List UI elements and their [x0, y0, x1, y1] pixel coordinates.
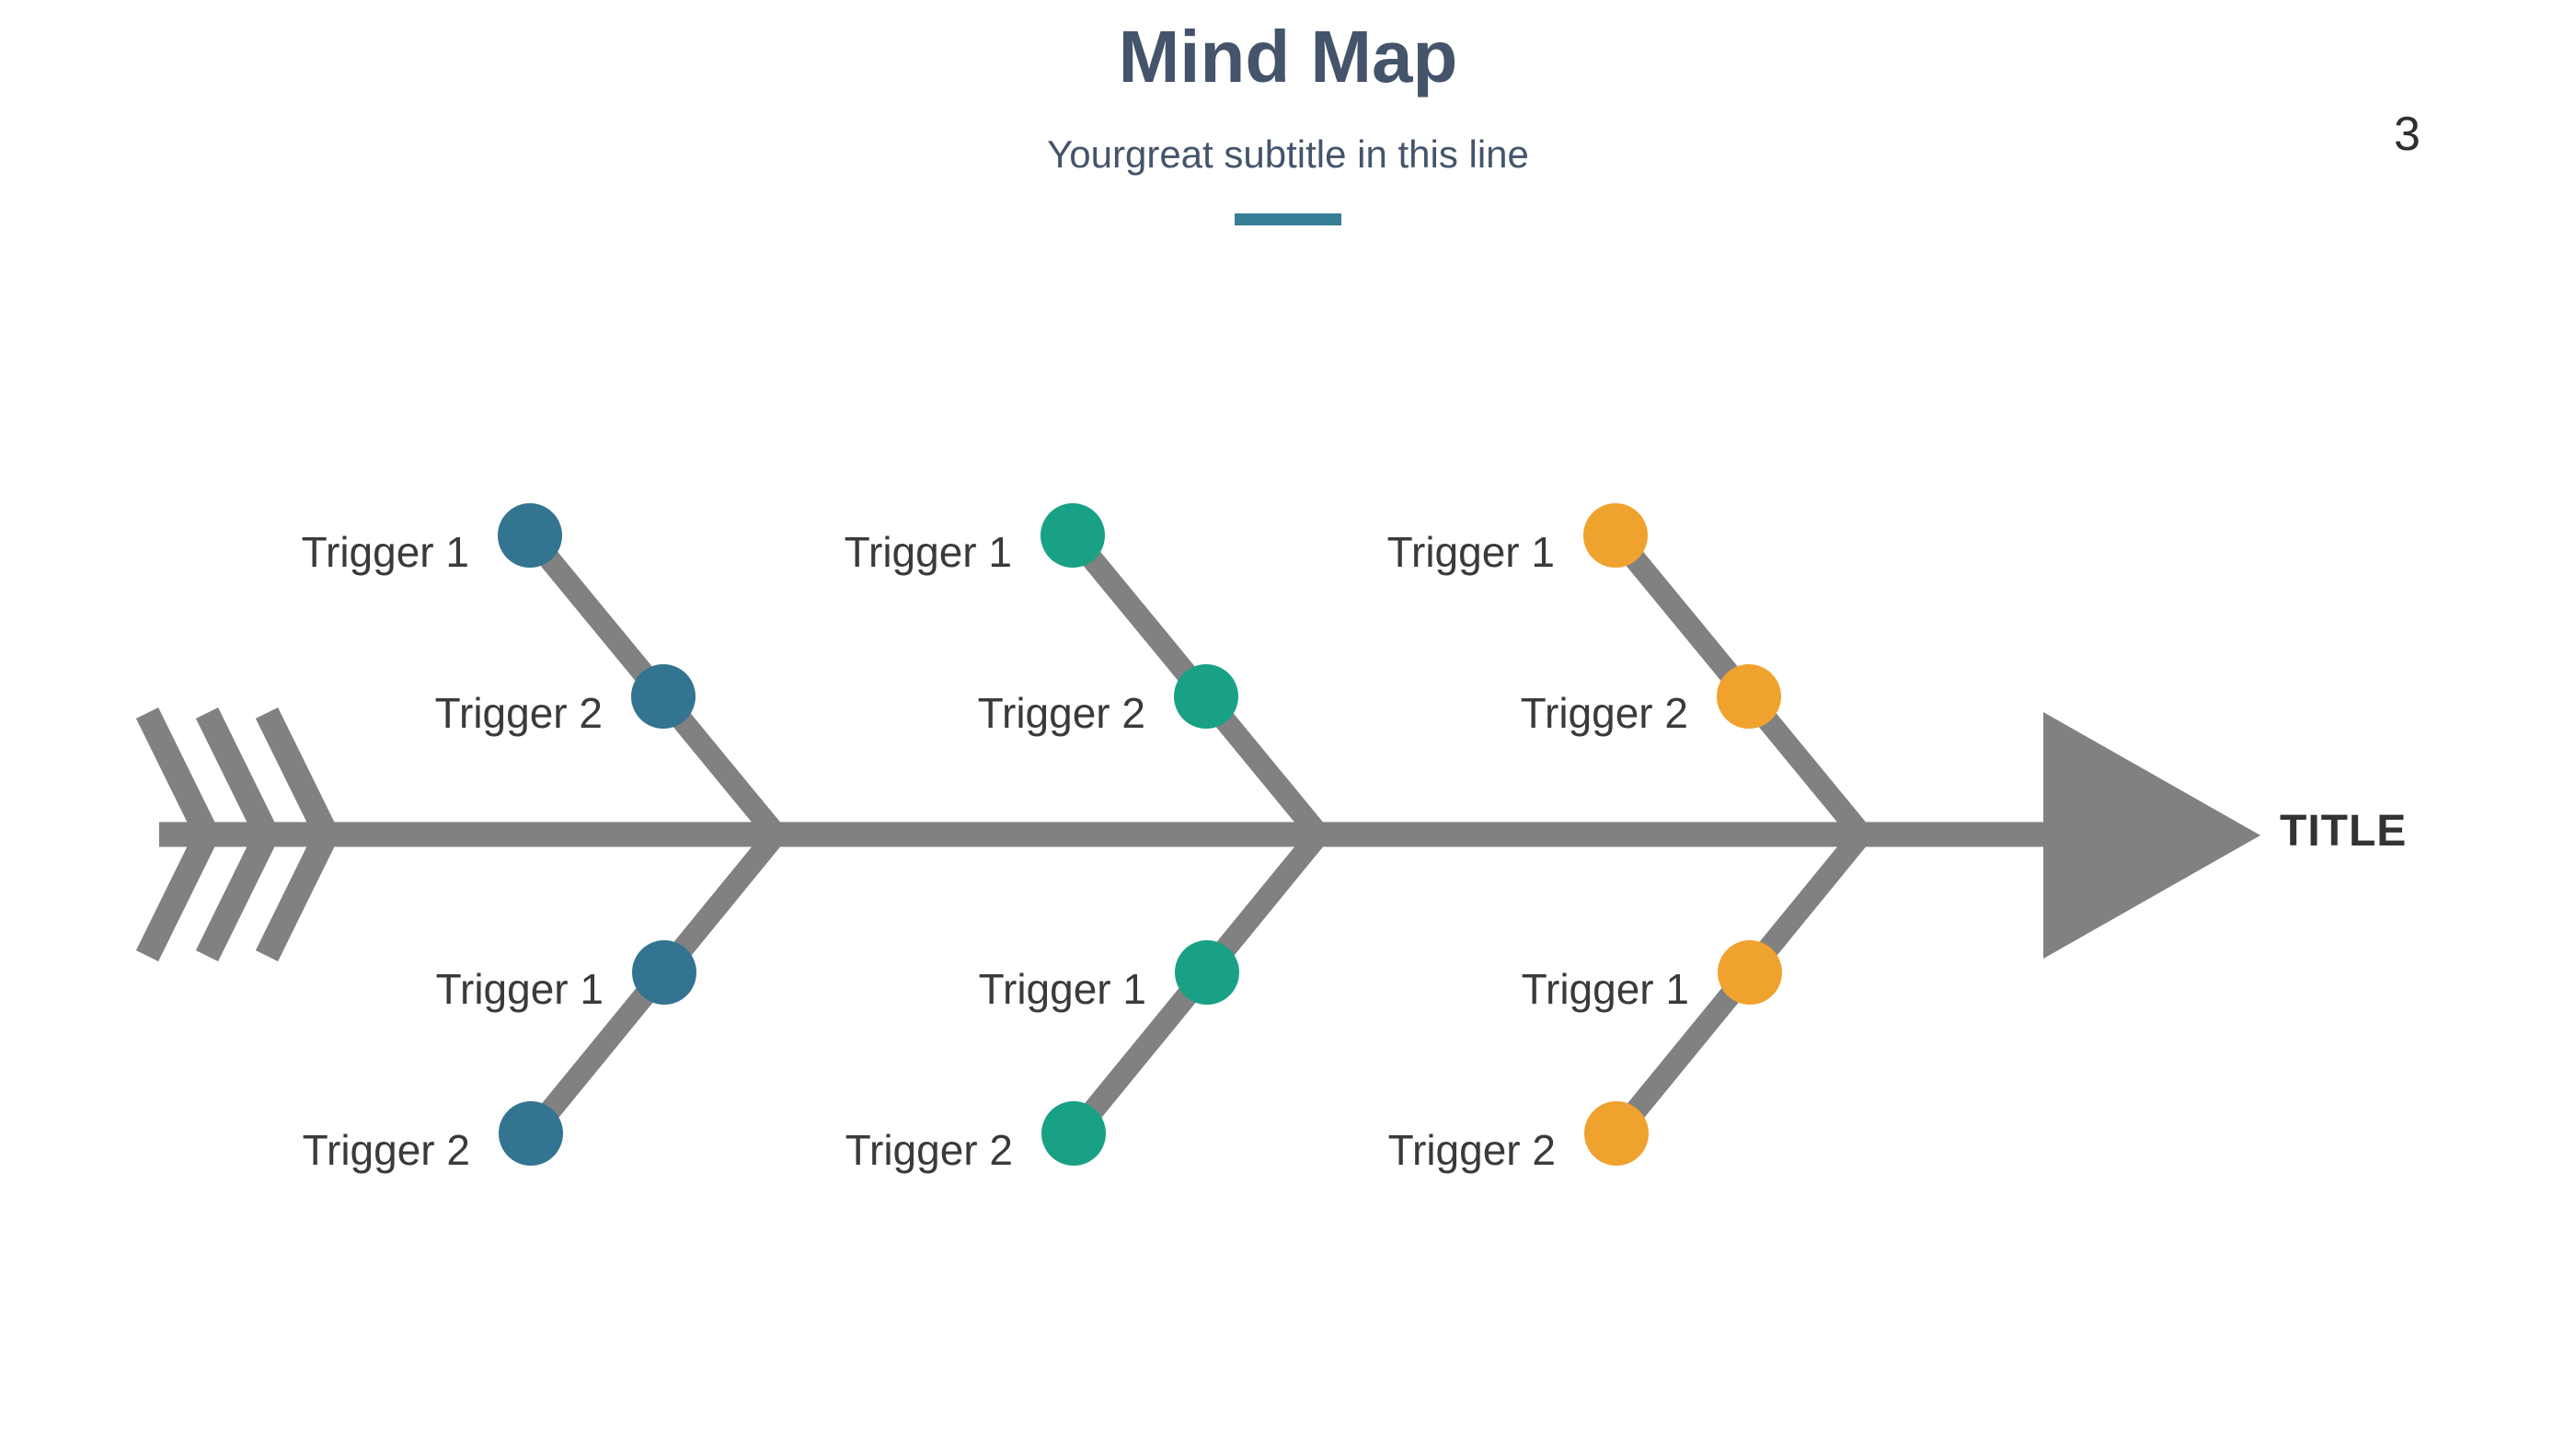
- node-dot: [1041, 1101, 1106, 1166]
- trigger-label: Trigger 1: [435, 965, 604, 1013]
- trigger-label: Trigger 2: [977, 689, 1145, 737]
- node-dot: [1584, 1101, 1649, 1166]
- trigger-label: Trigger 2: [1520, 689, 1688, 737]
- node-dot: [498, 503, 562, 568]
- node-dot: [1583, 503, 1648, 568]
- node-dot: [632, 940, 696, 1005]
- rib2-nodes: [1041, 503, 1239, 1166]
- rib3-nodes: [1583, 503, 1782, 1166]
- arrow-title: TITLE: [2280, 807, 2408, 856]
- trigger-label: Trigger 1: [301, 528, 469, 576]
- node-dot: [499, 1101, 563, 1166]
- node-dot: [1175, 940, 1239, 1005]
- trigger-label: Trigger 1: [1521, 965, 1689, 1013]
- trigger-label: Trigger 2: [1387, 1126, 1556, 1174]
- page-number: 3: [2394, 108, 2421, 161]
- node-dot: [1041, 503, 1105, 568]
- trigger-label: Trigger 1: [1386, 528, 1555, 576]
- trigger-label: Trigger 1: [844, 528, 1012, 576]
- node-dot: [1174, 664, 1238, 729]
- trigger-label: Trigger 2: [845, 1126, 1013, 1174]
- arrow-head-icon: [2043, 712, 2260, 959]
- node-dot: [631, 664, 696, 729]
- trigger-label: Trigger 2: [302, 1126, 470, 1174]
- rib1-nodes: [498, 503, 696, 1166]
- slide-title: Mind Map: [1118, 16, 1458, 98]
- trigger-label: Trigger 2: [434, 689, 603, 737]
- slide-subtitle: Yourgreat subtitle in this line: [1047, 132, 1529, 176]
- subtitle-underline: [1235, 213, 1341, 225]
- trigger-label: Trigger 1: [978, 965, 1146, 1013]
- node-dot: [1718, 940, 1782, 1005]
- node-dot: [1717, 664, 1781, 729]
